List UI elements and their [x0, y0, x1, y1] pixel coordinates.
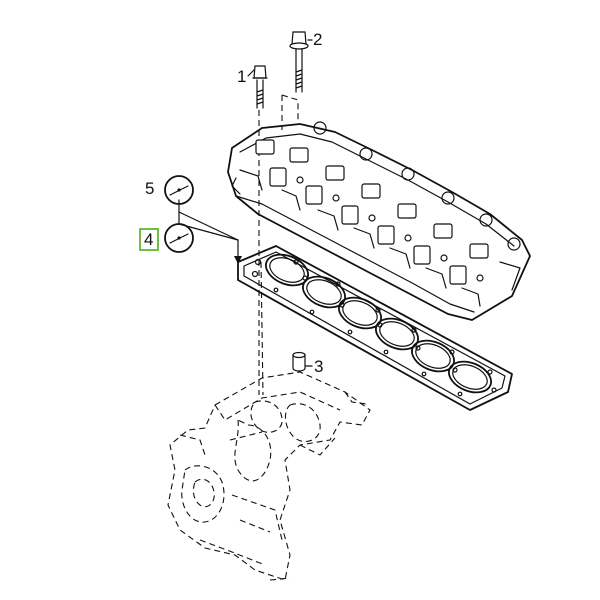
callout-highlight-box	[139, 228, 159, 251]
callout-5[interactable]: 5	[145, 179, 154, 198]
callout-3[interactable]: 3	[314, 357, 323, 376]
cylinder-head-bolt-short	[252, 65, 268, 109]
callout-2-label: 2	[313, 30, 322, 49]
dowel-sleeve	[292, 351, 306, 372]
callout-2[interactable]: 2	[313, 30, 322, 49]
callout-3-label: 3	[314, 357, 323, 376]
gasket-holes	[251, 258, 497, 397]
gauge-icon[interactable]	[164, 223, 194, 253]
cylinder-head-bolt-long	[289, 31, 309, 93]
cylinder-head	[227, 121, 531, 321]
callout-1[interactable]: 1	[237, 67, 246, 86]
leader-lines	[178, 39, 313, 367]
cylinder-head-gasket	[237, 245, 513, 411]
callout-4-highlighted[interactable]: 4	[139, 228, 159, 251]
cylinder-head-details	[231, 121, 521, 307]
gasket-bore-group	[265, 253, 492, 394]
callout-5-label: 5	[145, 179, 154, 198]
callout-4-label: 4	[144, 230, 153, 249]
gauge-icon[interactable]	[164, 175, 194, 205]
callout-1-label: 1	[237, 67, 246, 86]
engine-block	[167, 371, 371, 581]
